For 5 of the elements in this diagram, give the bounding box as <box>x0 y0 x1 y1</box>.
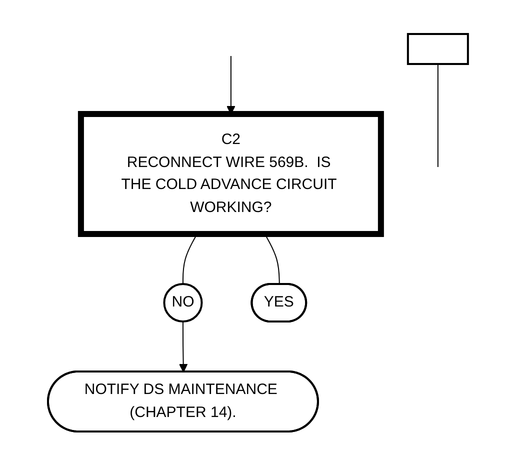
node-circle: NO <box>162 283 202 323</box>
connector <box>436 64 438 168</box>
node-box <box>406 33 468 66</box>
node-box: C2 RECONNECT WIRE 569B. IS THE COLD ADVANCE CIRCUIT WORKING? <box>77 111 384 238</box>
arrow <box>178 321 188 373</box>
